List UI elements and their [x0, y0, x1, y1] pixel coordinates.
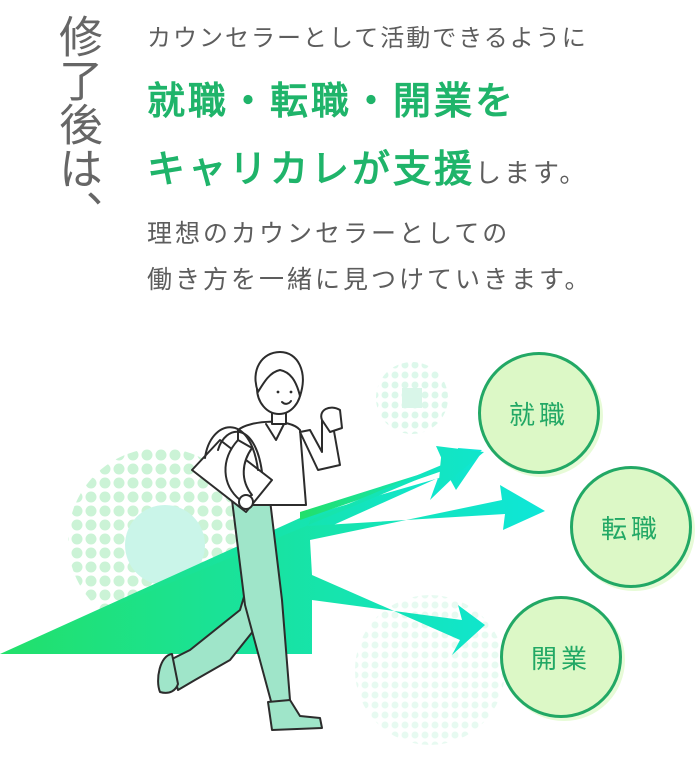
- vertical-title: 修了後は、: [51, 14, 102, 234]
- highlight-tail: します。: [475, 159, 589, 189]
- goal-label-career-change: 転職: [600, 514, 661, 545]
- sub-text-2: 働き方を一緒に見つけていきます。: [147, 265, 593, 294]
- career-illustration: [0, 351, 545, 745]
- goal-circle-career-change: 転職: [570, 466, 692, 588]
- woman-figure: [157, 351, 343, 731]
- goal-label-job: 就職: [508, 400, 569, 431]
- goal-label-business: 開業: [530, 644, 591, 675]
- sub-text-1: 理想のカウンセラーとしての: [147, 219, 511, 248]
- highlight-text-2: キャリカレが支援: [147, 138, 475, 193]
- highlight-line-2: キャリカレが支援します。: [147, 138, 588, 193]
- goal-circle-business: 開業: [500, 596, 622, 718]
- intro-text: カウンセラーとして活動できるように: [147, 24, 588, 52]
- goal-circle-job: 就職: [478, 352, 600, 474]
- highlight-line-1: 就職・転職・開業を: [147, 70, 516, 125]
- halftone-dots-top: [376, 362, 448, 434]
- highlight-text-1: 就職・転職・開業を: [147, 70, 516, 125]
